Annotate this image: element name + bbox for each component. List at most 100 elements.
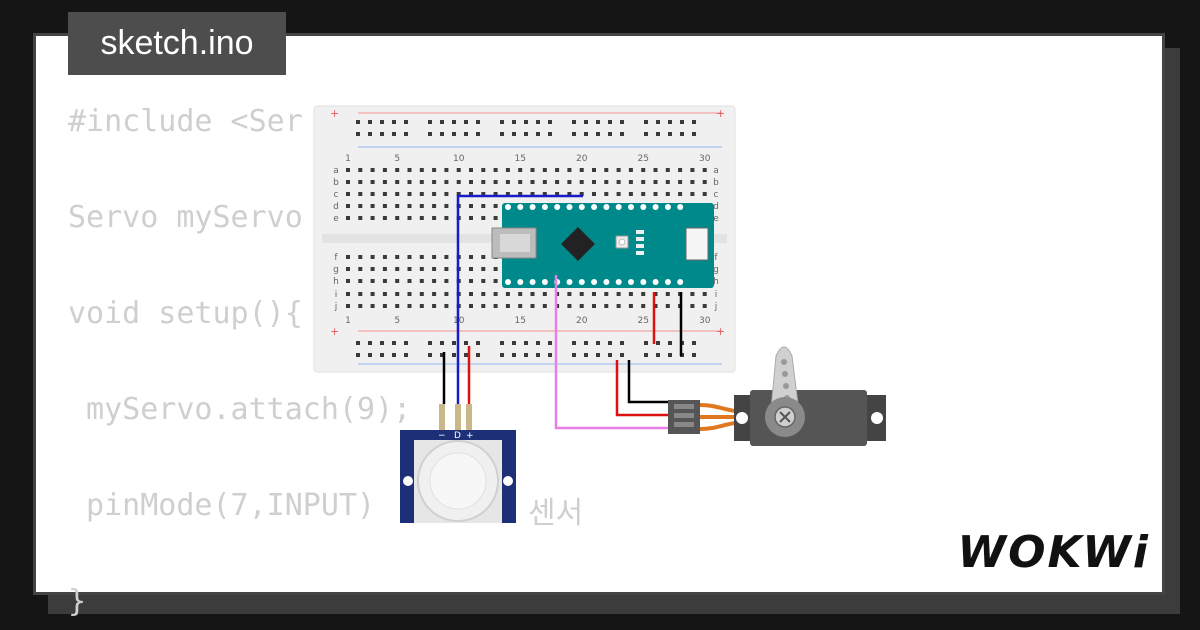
breadboard-hole bbox=[432, 304, 437, 308]
rail-hole bbox=[404, 341, 408, 345]
rail-hole bbox=[512, 132, 516, 136]
breadboard-hole bbox=[616, 180, 621, 184]
nano-pin bbox=[578, 279, 585, 285]
breadboard-hole bbox=[358, 216, 363, 220]
breadboard-hole bbox=[382, 180, 387, 184]
code-line-pinmode: pinMode(7,INPUT) bbox=[68, 488, 376, 523]
breadboard-hole bbox=[592, 292, 596, 296]
file-tab[interactable]: sketch.ino bbox=[68, 12, 286, 75]
breadboard-row-letter: f bbox=[714, 253, 718, 263]
pir-label-gnd: − bbox=[438, 431, 446, 441]
rail-hole bbox=[656, 353, 660, 357]
breadboard-hole bbox=[702, 192, 707, 196]
rail-hole bbox=[524, 132, 528, 136]
rail-hole bbox=[596, 132, 600, 136]
breadboard-hole bbox=[592, 168, 596, 172]
breadboard-hole bbox=[542, 304, 547, 308]
rail-hole bbox=[680, 132, 684, 136]
rail-plus-top-right: + bbox=[716, 107, 725, 120]
rail-hole bbox=[380, 120, 384, 124]
breadboard-hole bbox=[469, 192, 473, 196]
breadboard-hole bbox=[518, 168, 523, 172]
breadboard-hole bbox=[592, 180, 596, 184]
breadboard-hole bbox=[407, 192, 412, 196]
rail-hole bbox=[392, 341, 396, 345]
rail-hole bbox=[692, 353, 696, 357]
rail-hole bbox=[380, 132, 384, 136]
rail-hole bbox=[620, 341, 624, 345]
breadboard-hole bbox=[358, 192, 363, 196]
code-line-attach: myServo.attach(9); bbox=[68, 392, 412, 427]
breadboard-hole bbox=[481, 216, 486, 220]
breadboard-column-number: 5 bbox=[394, 154, 400, 164]
rail-hole bbox=[356, 341, 360, 345]
breadboard-hole bbox=[518, 180, 523, 184]
breadboard-hole bbox=[493, 204, 498, 208]
breadboard-hole bbox=[407, 292, 412, 296]
rail-hole bbox=[464, 132, 468, 136]
breadboard-hole bbox=[358, 267, 363, 271]
breadboard-hole bbox=[370, 180, 375, 184]
breadboard-hole bbox=[604, 192, 609, 196]
rail-hole bbox=[596, 120, 600, 124]
breadboard-hole bbox=[444, 204, 449, 208]
breadboard-hole bbox=[555, 168, 560, 172]
rail-hole bbox=[368, 353, 372, 357]
breadboard-hole bbox=[579, 192, 584, 196]
nano-pin bbox=[664, 204, 671, 210]
breadboard-hole bbox=[530, 292, 535, 296]
rail-hole bbox=[476, 353, 480, 357]
breadboard-hole bbox=[493, 192, 498, 196]
breadboard-hole bbox=[407, 267, 412, 271]
breadboard-hole bbox=[481, 304, 486, 308]
wire-pink-signal bbox=[554, 275, 670, 430]
code-line-close: } bbox=[68, 584, 87, 619]
breadboard-row-letter: g bbox=[713, 265, 719, 275]
breadboard-hole bbox=[407, 180, 412, 184]
breadboard-hole bbox=[481, 204, 486, 208]
breadboard-hole bbox=[665, 168, 670, 172]
breadboard-hole bbox=[604, 292, 609, 296]
breadboard-hole bbox=[604, 304, 609, 308]
breadboard-hole bbox=[616, 292, 621, 296]
breadboard-hole bbox=[419, 267, 424, 271]
nano-pin bbox=[615, 204, 622, 210]
nano-pin bbox=[640, 279, 647, 285]
nano-pin bbox=[541, 204, 548, 210]
rail-hole bbox=[620, 132, 624, 136]
wire-black-servo bbox=[627, 360, 670, 404]
breadboard-hole bbox=[493, 292, 498, 296]
nano-pin bbox=[652, 204, 659, 210]
breadboard-hole bbox=[469, 204, 473, 208]
breadboard-hole bbox=[395, 292, 400, 296]
nano-pin bbox=[615, 279, 622, 285]
wire-blue bbox=[456, 194, 583, 404]
breadboard-column-number: 1 bbox=[345, 316, 351, 326]
breadboard-hole bbox=[665, 304, 670, 308]
rail-hole bbox=[404, 132, 408, 136]
breadboard-hole bbox=[382, 292, 387, 296]
pir-pin-gnd bbox=[439, 404, 445, 432]
breadboard-hole bbox=[628, 304, 633, 308]
breadboard-hole bbox=[370, 168, 375, 172]
breadboard-hole bbox=[493, 180, 498, 184]
breadboard-hole bbox=[395, 255, 400, 259]
rail-hole bbox=[392, 132, 396, 136]
rail-hole bbox=[548, 120, 552, 124]
rail-hole bbox=[524, 120, 528, 124]
rail-hole bbox=[596, 341, 600, 345]
rail-hole bbox=[572, 341, 576, 345]
rail-hole bbox=[428, 341, 432, 345]
breadboard-hole bbox=[579, 180, 584, 184]
breadboard-hole bbox=[346, 292, 350, 296]
breadboard-hole bbox=[641, 180, 646, 184]
breadboard-hole bbox=[358, 168, 363, 172]
breadboard-hole bbox=[616, 168, 621, 172]
pir-pin-vcc bbox=[466, 404, 472, 432]
breadboard-hole bbox=[653, 192, 658, 196]
rail-hole bbox=[668, 341, 672, 345]
breadboard-hole bbox=[346, 216, 350, 220]
rail-hole bbox=[572, 132, 576, 136]
rail-hole bbox=[536, 132, 540, 136]
rail-hole bbox=[476, 132, 480, 136]
